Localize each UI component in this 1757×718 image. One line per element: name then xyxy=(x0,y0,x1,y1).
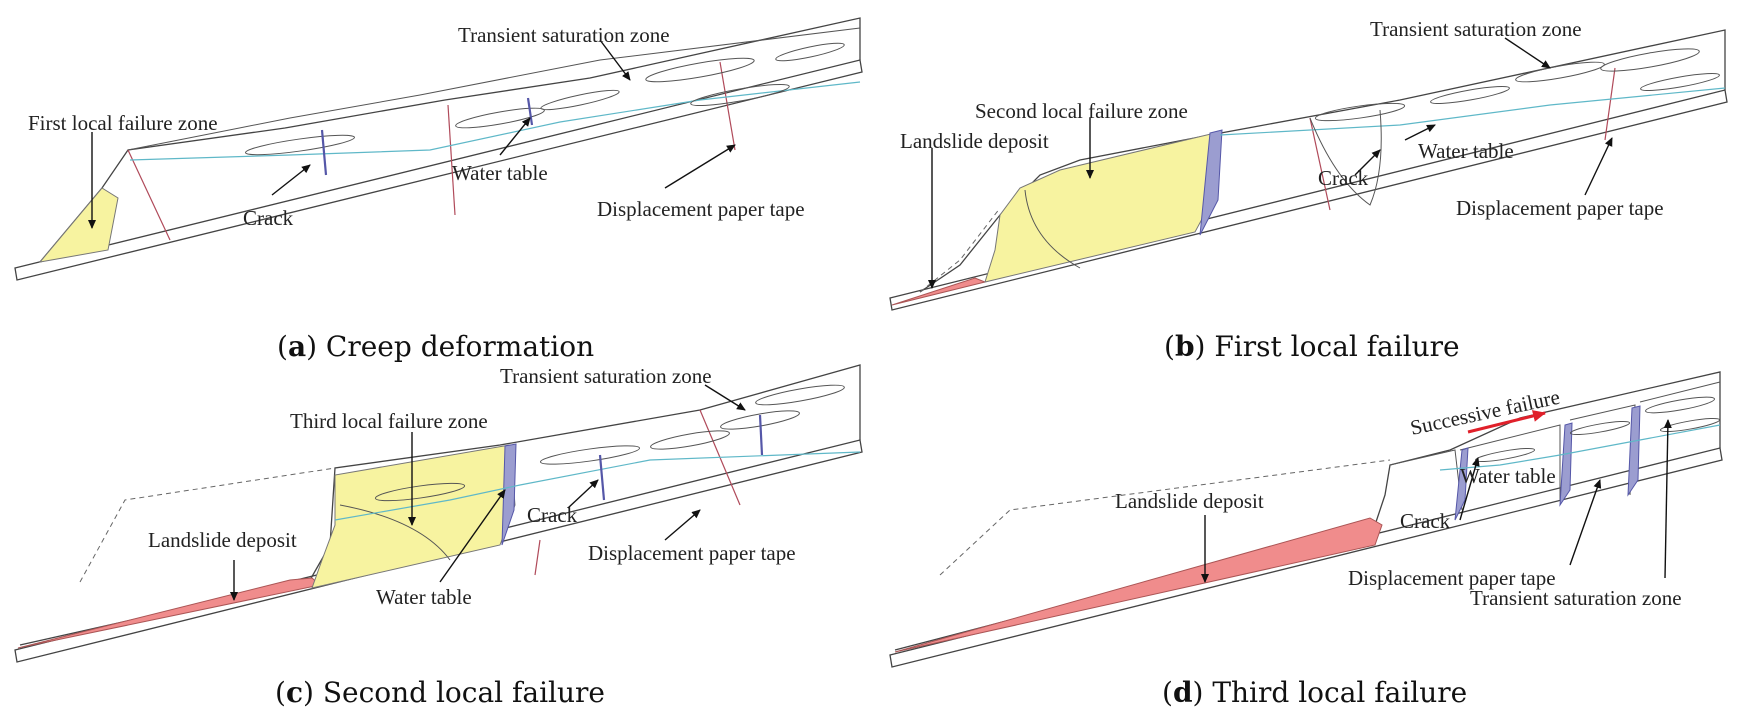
crack-label: Crack xyxy=(527,503,578,527)
crack-label: Crack xyxy=(243,206,294,230)
panel-a: Transient saturation zone First local fa… xyxy=(14,17,863,363)
flume-base xyxy=(14,59,863,281)
transient-zone-label: Transient saturation zone xyxy=(458,23,670,47)
original-surface xyxy=(939,459,1391,576)
paper-tape-label: Displacement paper tape xyxy=(597,197,805,221)
paper-tape xyxy=(719,61,736,151)
transient-zone-label: Transient saturation zone xyxy=(1470,586,1682,610)
crack-label: Crack xyxy=(1400,509,1451,533)
caption-c: (c) Second local failure xyxy=(275,676,605,709)
crack-label: Crack xyxy=(1318,166,1369,190)
caption-a: (a) Creep deformation xyxy=(277,330,594,363)
paper-tape xyxy=(534,539,541,576)
slope-outline xyxy=(919,29,1726,293)
flume-base xyxy=(889,447,1723,668)
original-surface xyxy=(919,207,1001,293)
water-table-line xyxy=(1219,87,1726,136)
successive-failure-arrow xyxy=(1467,410,1546,434)
water-table-label: Water table xyxy=(376,585,472,609)
caption-d: (d) Third local failure xyxy=(1162,676,1467,709)
landslide-deposit-fill xyxy=(891,277,987,306)
water-table-label: Water table xyxy=(1460,464,1556,488)
paper-tape xyxy=(447,104,456,216)
failure-zone-label: Second local failure zone xyxy=(975,99,1188,123)
water-table-line xyxy=(1439,424,1721,471)
paper-tape xyxy=(127,149,171,241)
panel-d: Successive failure Water table Landslide… xyxy=(889,371,1723,709)
water-table-label: Water table xyxy=(452,161,548,185)
water-table-label: Water table xyxy=(1418,139,1514,163)
first-failure-zone-fill xyxy=(38,187,119,263)
paper-tape xyxy=(1309,117,1331,211)
caption-b: (b) First local failure xyxy=(1164,330,1460,363)
crack-line xyxy=(1309,109,1382,206)
crack-line xyxy=(758,414,764,456)
panel-c: Transient saturation zone Third local fa… xyxy=(14,364,863,709)
original-surface xyxy=(79,467,336,583)
failure-zone-label: Third local failure zone xyxy=(290,409,488,433)
flume-base xyxy=(889,89,1728,311)
crack-line xyxy=(320,129,328,176)
landslide-deposit-fill xyxy=(17,577,322,649)
transient-lenses xyxy=(374,384,845,502)
successive-failure-label: Successive failure xyxy=(1408,385,1562,440)
transient-zone-label: Transient saturation zone xyxy=(1370,17,1582,41)
landslide-deposit-label: Landslide deposit xyxy=(148,528,297,552)
water-table-line xyxy=(129,81,861,161)
landslide-deposit-fill xyxy=(894,517,1383,653)
transient-lenses xyxy=(1474,396,1721,463)
paper-tape-label: Displacement paper tape xyxy=(1456,196,1664,220)
crack-line xyxy=(526,97,534,126)
second-failure-zone-fill xyxy=(984,132,1216,283)
panel-b: Transient saturation zone Second local f… xyxy=(889,17,1728,363)
slope-outline xyxy=(39,17,861,263)
flume-base xyxy=(14,439,863,663)
slope-outline xyxy=(19,364,861,646)
landslide-deposit-label: Landslide deposit xyxy=(900,129,1049,153)
transient-zone-label: Transient saturation zone xyxy=(500,364,712,388)
landslide-deposit-label: Landslide deposit xyxy=(1115,489,1264,513)
paper-tape xyxy=(1604,67,1616,141)
paper-tape-label: Displacement paper tape xyxy=(588,541,796,565)
slope-outline xyxy=(894,371,1721,651)
transient-lenses xyxy=(1314,48,1720,122)
crack-line xyxy=(598,454,606,501)
failure-zone-label: First local failure zone xyxy=(28,111,218,135)
transient-lenses xyxy=(245,42,845,156)
paper-tape-label: Displacement paper tape xyxy=(1348,566,1556,590)
